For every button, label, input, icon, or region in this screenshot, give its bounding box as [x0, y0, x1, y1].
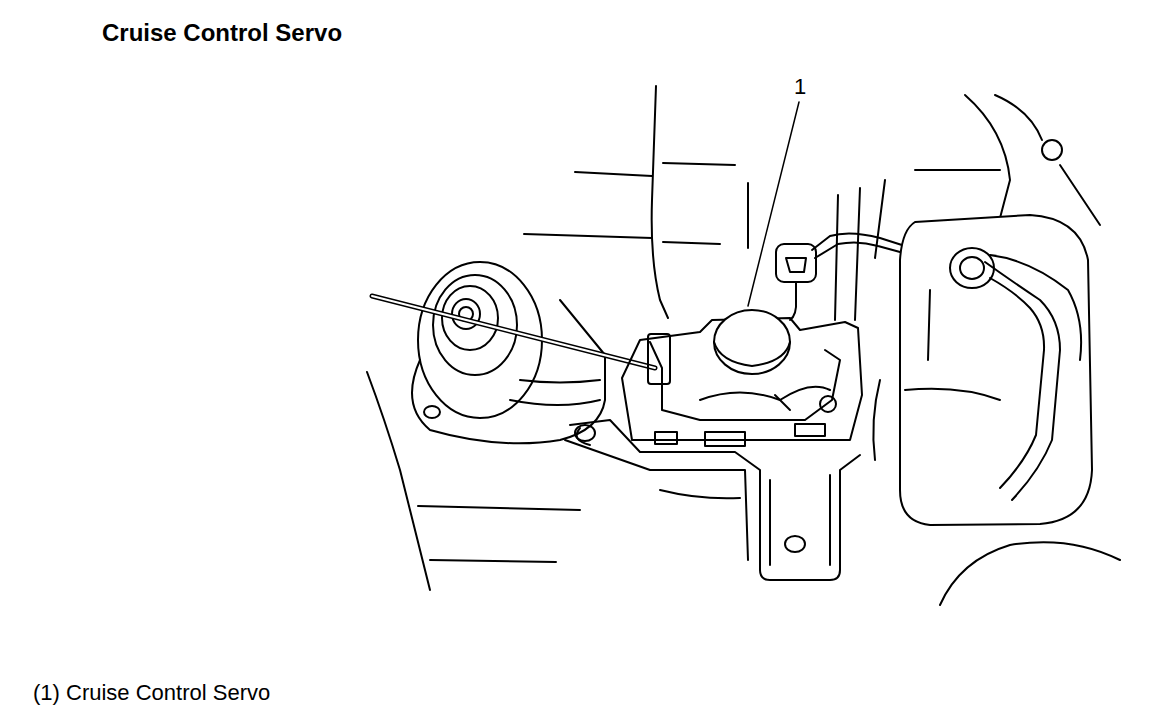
callout-number: 1 — [794, 74, 806, 100]
diagram-title: Cruise Control Servo — [102, 19, 342, 47]
figure-caption: (1) Cruise Control Servo — [33, 680, 270, 706]
